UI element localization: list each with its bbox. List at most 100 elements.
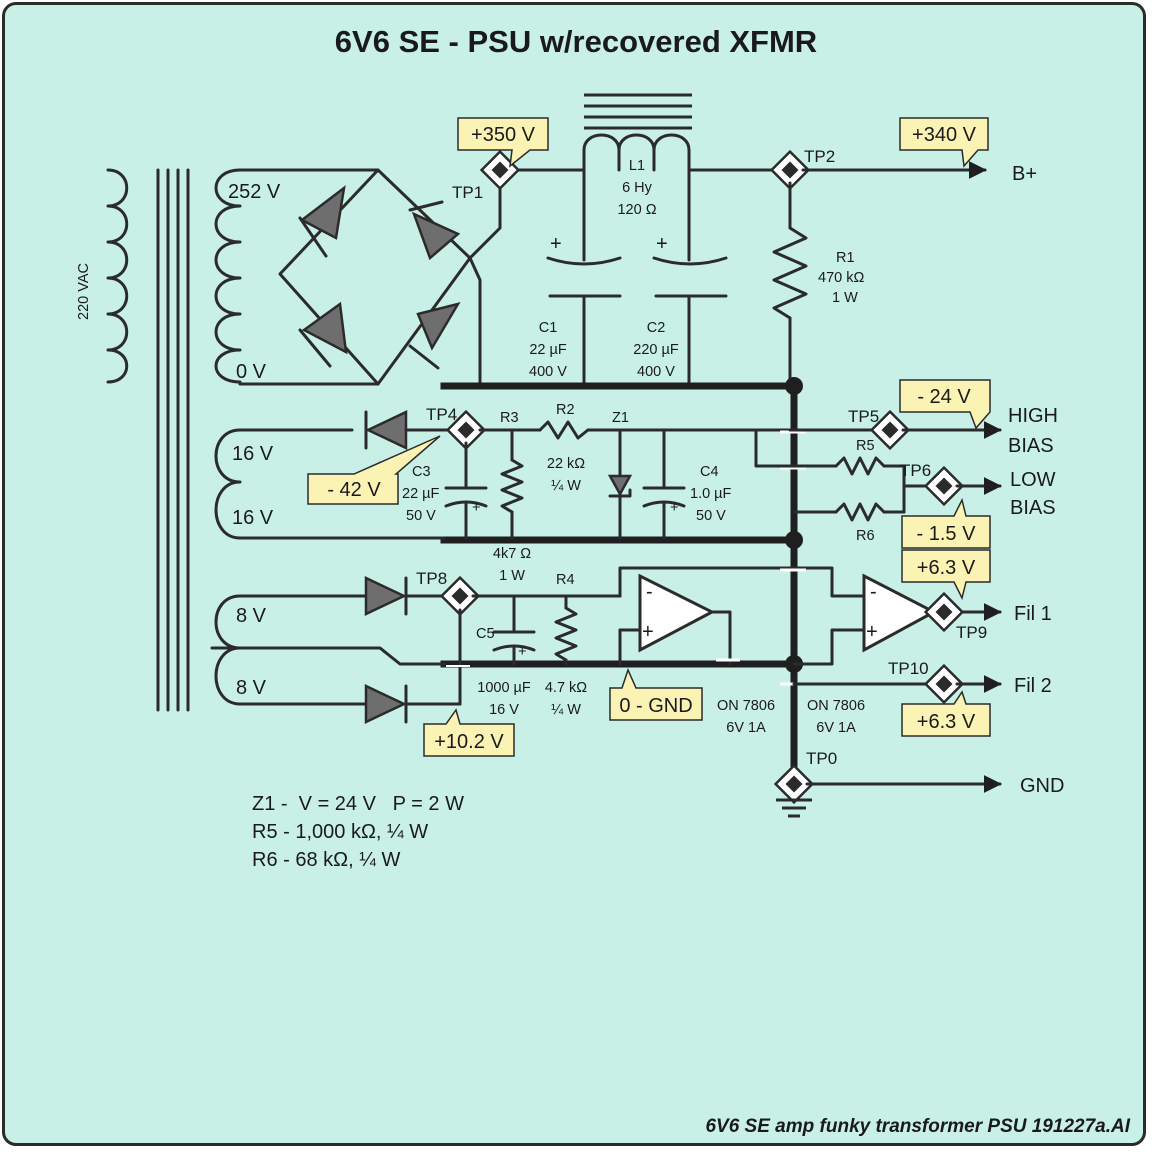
r3-value: 4k7 Ω xyxy=(493,546,531,562)
r1-value: 470 kΩ xyxy=(818,270,864,286)
reg2-minus: - xyxy=(870,581,877,603)
c2-value: 220 µF xyxy=(633,342,679,358)
svg-text:- 24 V: - 24 V xyxy=(917,386,971,408)
l1-value: 6 Hy xyxy=(622,180,653,196)
svg-text:+350 V: +350 V xyxy=(471,124,536,146)
low-bias-line1: LOW xyxy=(1010,469,1056,491)
tap-0v: 0 V xyxy=(236,361,267,383)
tap-252v: 252 V xyxy=(228,181,281,203)
c2-name: C2 xyxy=(647,320,666,336)
c4-plus: + xyxy=(670,500,678,516)
filament-supply: TP8 + C5 1000 µF 16 V R4 4.7 kΩ ¼ W - + … xyxy=(210,566,1052,736)
c1-name: C1 xyxy=(539,320,558,336)
callout-tp6: - 1.5 V xyxy=(901,497,991,549)
callout-tp9: +6.3 V xyxy=(901,549,991,601)
high-bias-line1: HIGH xyxy=(1008,405,1058,427)
c1-plus: + xyxy=(550,233,562,255)
reg2-part: ON 7806 xyxy=(807,698,865,714)
r2-power: ¼ W xyxy=(551,478,581,494)
callout-tp5: - 24 V xyxy=(899,379,991,430)
c1-value: 22 µF xyxy=(529,342,567,358)
c3-voltage: 50 V xyxy=(406,508,436,524)
callout-tp10: +6.3 V xyxy=(901,690,991,737)
r1-name: R1 xyxy=(836,250,855,266)
tp9-label: TP9 xyxy=(956,623,987,642)
bias-supply: TP4 R3 R2 22 kΩ ¼ W Z1 + C3 22 µF 50 V 4… xyxy=(238,402,1058,584)
gnd-output: GND xyxy=(1020,775,1064,797)
reg2-rating: 6V 1A xyxy=(816,720,856,736)
high-bias-line2: BIAS xyxy=(1008,435,1054,457)
r6-name: R6 xyxy=(856,528,875,544)
r5-name: R5 xyxy=(856,438,875,454)
l1-name: L1 xyxy=(629,158,645,174)
c3-value: 22 µF xyxy=(402,486,440,502)
c5-plus: + xyxy=(518,644,526,660)
svg-text:+340 V: +340 V xyxy=(912,124,977,146)
tp6-label: TP6 xyxy=(900,461,931,480)
tap-8v-b: 8 V xyxy=(236,677,267,699)
tp1-label: TP1 xyxy=(452,183,483,202)
svg-text:+10.2 V: +10.2 V xyxy=(434,731,504,753)
tap-8v-a: 8 V xyxy=(236,605,267,627)
svg-text:+6.3 V: +6.3 V xyxy=(917,711,976,733)
r3-name: R3 xyxy=(500,410,519,426)
page-title: 6V6 SE - PSU w/recovered XFMR xyxy=(335,24,817,59)
c4-name: C4 xyxy=(700,464,719,480)
low-bias-line2: BIAS xyxy=(1010,497,1056,519)
r4-value: 4.7 kΩ xyxy=(545,680,587,696)
r4-name: R4 xyxy=(556,572,575,588)
reg2-plus: + xyxy=(866,621,878,643)
tp8-label: TP8 xyxy=(416,569,447,588)
c4-voltage: 50 V xyxy=(696,508,726,524)
primary-label: 220 VAC xyxy=(76,263,92,320)
tap-16v-b: 16 V xyxy=(232,507,274,529)
svg-text:0 - GND: 0 - GND xyxy=(619,695,692,717)
tp5-label: TP5 xyxy=(848,407,879,426)
r3-power: 1 W xyxy=(499,568,525,584)
fil2-output: Fil 2 xyxy=(1014,675,1052,697)
callout-tp2: +340 V xyxy=(899,117,989,168)
c2-plus: + xyxy=(656,233,668,255)
tp10-label: TP10 xyxy=(888,659,929,678)
c2-voltage: 400 V xyxy=(637,364,675,380)
note-z1: Z1 - V = 24 V P = 2 W xyxy=(252,793,464,815)
callout-gnd: 0 - GND xyxy=(609,667,703,721)
tp0-label: TP0 xyxy=(806,749,837,768)
svg-text:- 42 V: - 42 V xyxy=(327,479,381,501)
r2-name: R2 xyxy=(556,402,575,418)
callout-tp8: +10.2 V xyxy=(423,708,515,757)
footer-filename: 6V6 SE amp funky transformer PSU 191227a… xyxy=(705,1116,1130,1137)
svg-text:- 1.5 V: - 1.5 V xyxy=(917,523,977,545)
reg1-minus: - xyxy=(646,581,653,603)
hv-filter: TP1 L1 6 Hy 120 Ω + C1 22 µF 400 V + C2 … xyxy=(452,93,1037,388)
c3-plus: + xyxy=(472,500,480,516)
reg1-rating: 6V 1A xyxy=(726,720,766,736)
transformer: 220 VAC 252 V 0 V 16 V 16 V 8 V 8 V xyxy=(76,168,281,712)
r1-power: 1 W xyxy=(832,290,858,306)
c4-value: 1.0 µF xyxy=(690,486,732,502)
c1-voltage: 400 V xyxy=(529,364,567,380)
c5-voltage: 16 V xyxy=(489,702,519,718)
note-r6: R6 - 68 kΩ, ¼ W xyxy=(252,849,400,871)
z1-name: Z1 xyxy=(612,410,629,426)
r2-value: 22 kΩ xyxy=(547,456,585,472)
tp2-label: TP2 xyxy=(804,147,835,166)
callout-tp4: - 42 V xyxy=(307,435,441,505)
c5-name: C5 xyxy=(476,626,495,642)
regulator-2 xyxy=(862,573,938,653)
ground-output: TP0 GND xyxy=(773,749,1064,818)
c5-value: 1000 µF xyxy=(477,680,531,696)
tp4-label: TP4 xyxy=(426,405,457,424)
reg1-part: ON 7806 xyxy=(717,698,775,714)
svg-text:+6.3 V: +6.3 V xyxy=(917,557,976,579)
r4-power: ¼ W xyxy=(551,702,581,718)
b-plus-output: B+ xyxy=(1012,163,1037,185)
reg1-plus: + xyxy=(642,621,654,643)
regulator-1 xyxy=(638,573,716,653)
tap-16v-a: 16 V xyxy=(232,443,274,465)
callout-tp1: +350 V xyxy=(457,117,549,168)
fil1-output: Fil 1 xyxy=(1014,603,1052,625)
note-r5: R5 - 1,000 kΩ, ¼ W xyxy=(252,821,428,843)
l1-resistance: 120 Ω xyxy=(617,202,656,218)
